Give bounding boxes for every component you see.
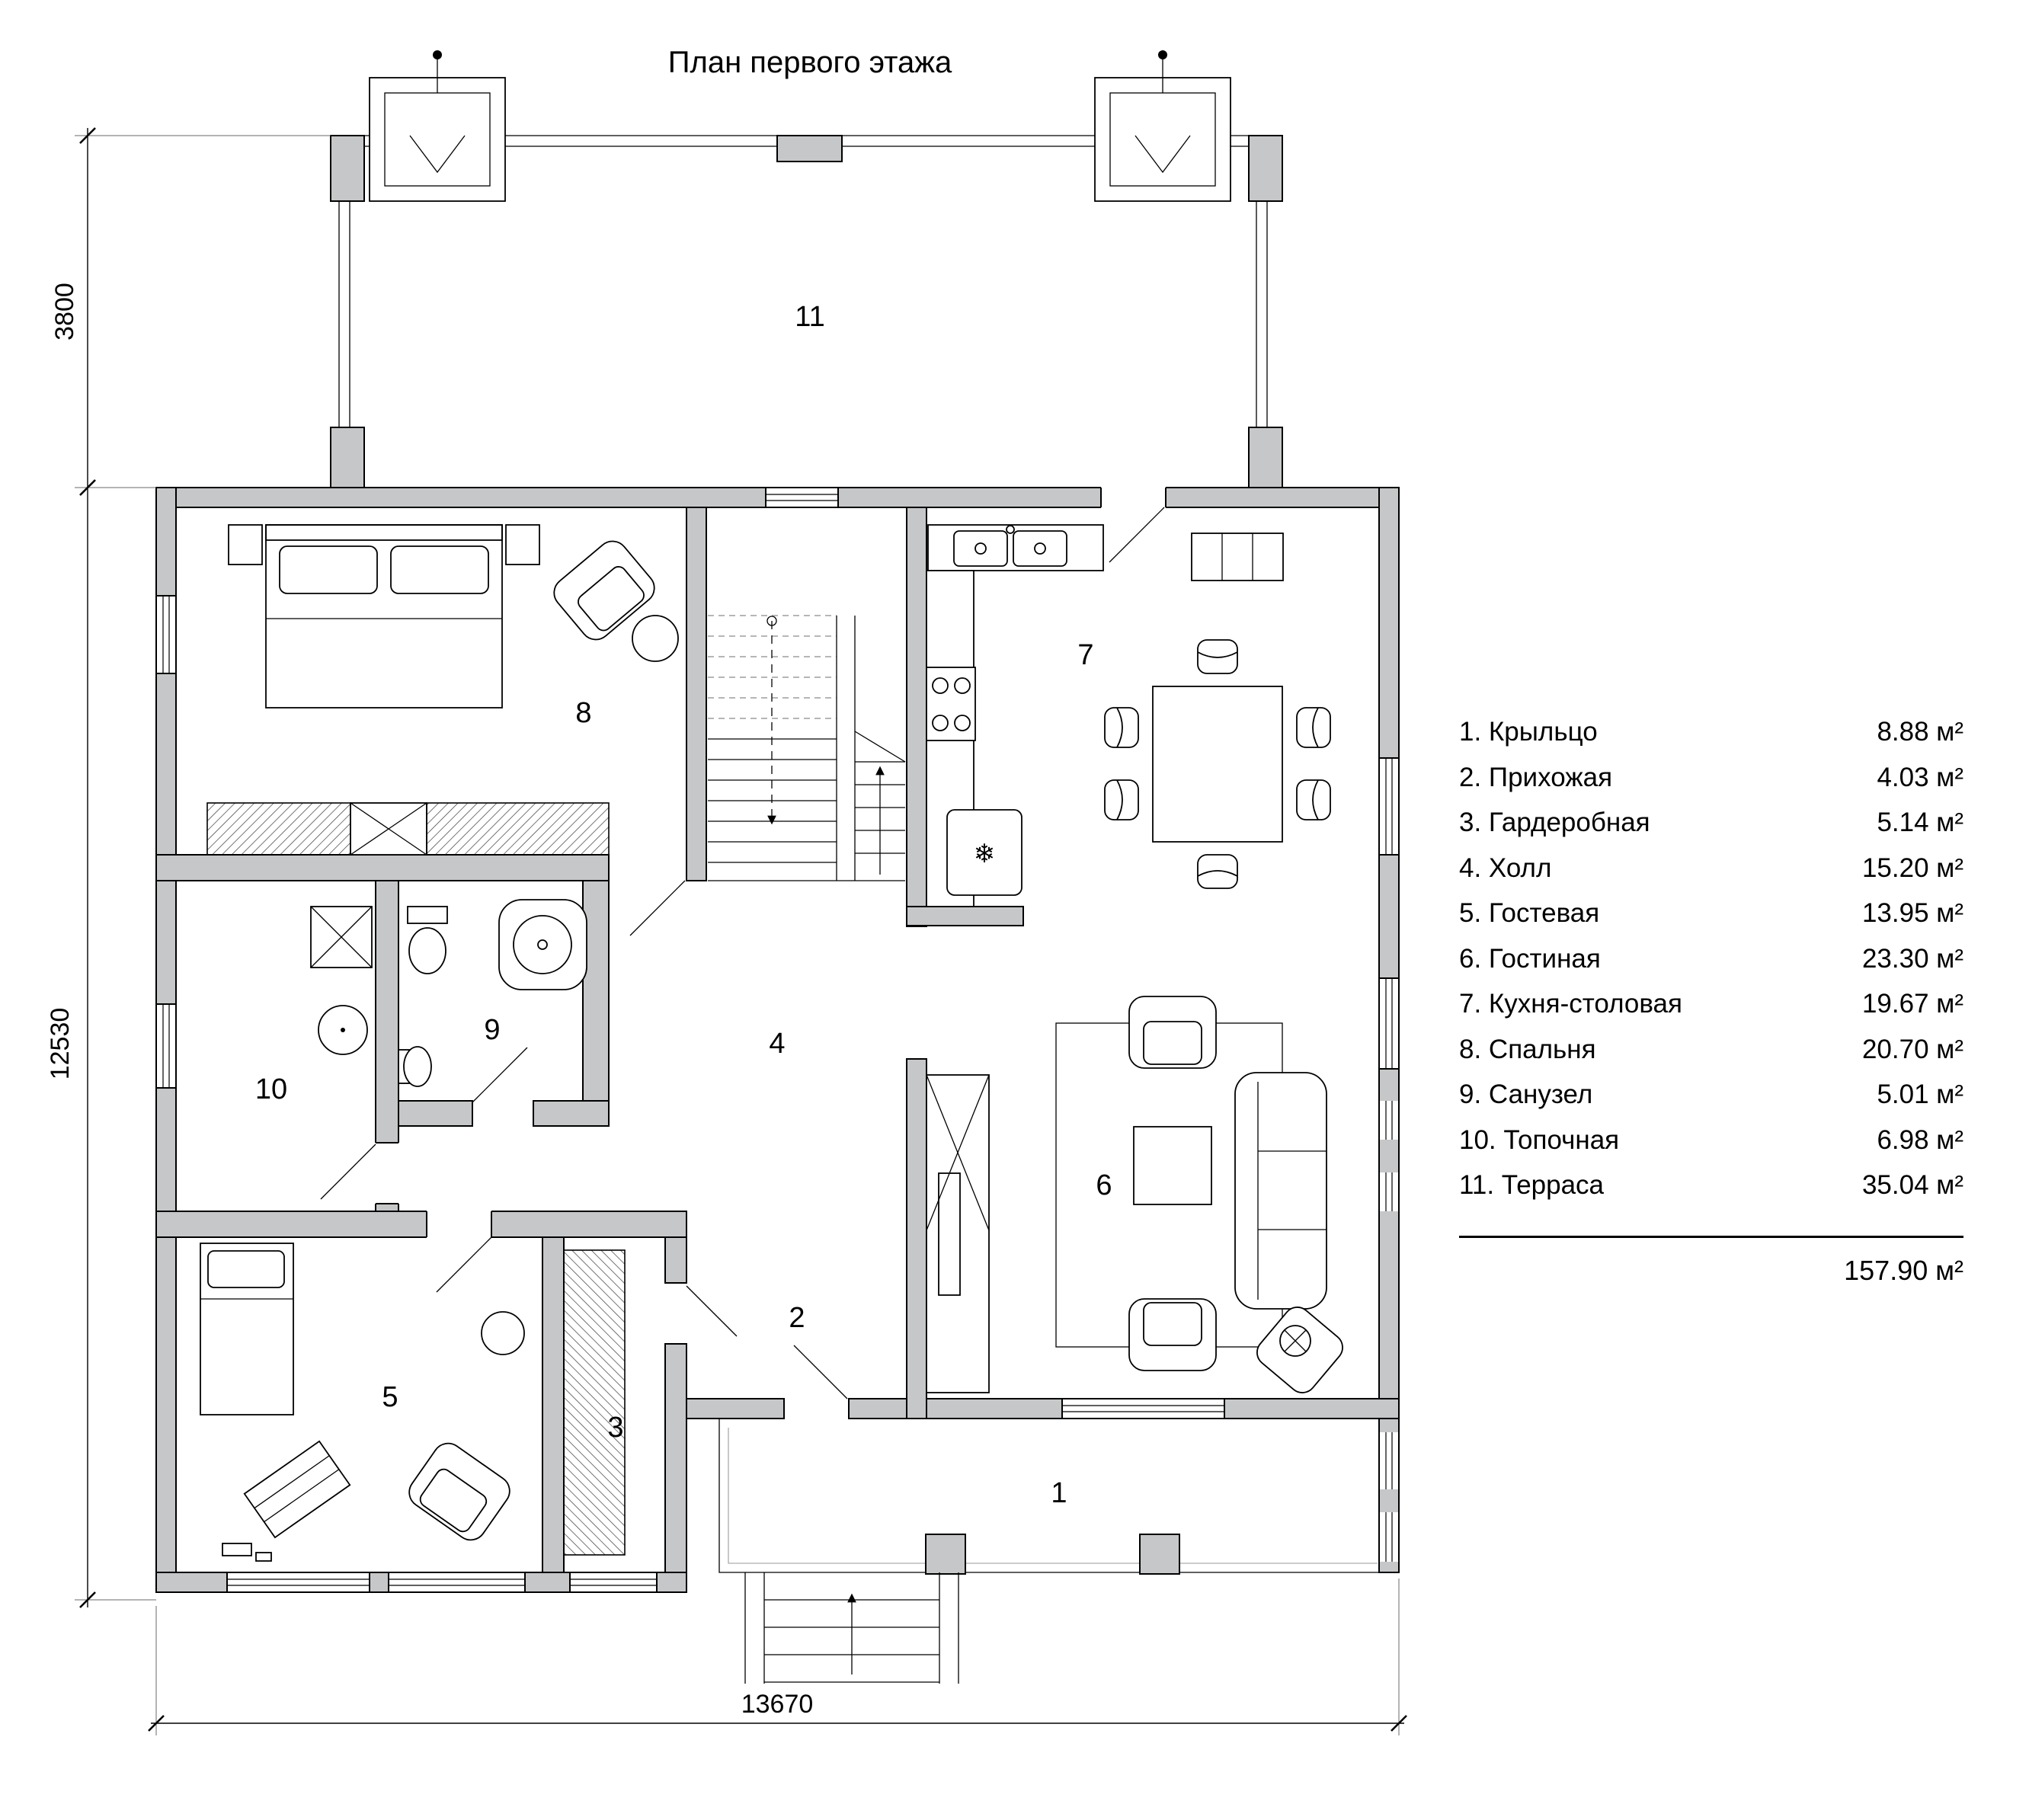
dimension-3800: 3800 — [50, 283, 79, 341]
terrace-column-left — [369, 50, 506, 202]
legend-row: 10. Топочная 6.98 м² — [1459, 1125, 1963, 1171]
dimension-12530: 12530 — [46, 1008, 75, 1080]
legend-row: 7. Кухня-столовая 19.67 м² — [1459, 989, 1963, 1035]
room-label-6: 6 — [1096, 1169, 1112, 1201]
terrace-column-right — [1094, 50, 1231, 202]
terrace — [330, 50, 1283, 488]
legend-room-label: 6. Гостиная — [1459, 943, 1601, 974]
room-label-7: 7 — [1077, 639, 1093, 671]
legend-room-label: 11. Терраса — [1459, 1170, 1605, 1200]
dimension-13670: 13670 — [741, 1690, 814, 1719]
legend-room-area: 5.01 м² — [1877, 1080, 1963, 1109]
legend-row: 2. Прихожая 4.03 м² — [1459, 763, 1963, 808]
room-label-11: 11 — [795, 301, 824, 333]
windows — [155, 486, 1400, 1594]
legend-row: 3. Гардеробная 5.14 м² — [1459, 808, 1963, 853]
page-title: План первого этажа — [668, 46, 952, 79]
doors — [320, 486, 1167, 1419]
legend-room-area: 5.14 м² — [1877, 808, 1963, 837]
legend-room-label: 7. Кухня-столовая — [1459, 989, 1682, 1019]
room-labels: 1 2 3 4 5 6 7 8 9 10 11 — [255, 301, 1112, 1509]
kitchen-furniture: ❄ — [926, 524, 1331, 907]
room-label-1: 1 — [1051, 1477, 1067, 1509]
legend-room-area: 8.88 м² — [1877, 717, 1963, 747]
legend-row: 8. Спальня 20.70 м² — [1459, 1035, 1963, 1080]
legend-room-label: 2. Прихожая — [1459, 762, 1613, 792]
legend-room-label: 1. Крыльцо — [1459, 717, 1598, 747]
legend-room-label: 5. Гостевая — [1459, 898, 1600, 928]
legend-row: 5. Гостевая 13.95 м² — [1459, 898, 1963, 944]
legend-room-label: 8. Спальня — [1459, 1034, 1596, 1064]
legend-room-label: 10. Топочная — [1459, 1124, 1620, 1155]
legend-row: 9. Санузел 5.01 м² — [1459, 1080, 1963, 1125]
legend-divider — [1459, 1235, 1963, 1238]
legend-row: 4. Холл 15.20 м² — [1459, 853, 1963, 899]
snowflake-icon: ❄ — [974, 840, 996, 868]
porch — [718, 1419, 1379, 1684]
legend-room-area: 4.03 м² — [1877, 762, 1963, 792]
legend-room-area: 13.95 м² — [1861, 898, 1963, 928]
room-label-9: 9 — [484, 1014, 500, 1046]
legend: 1. Крыльцо 8.88 м² 2. Прихожая 4.03 м² 3… — [1459, 717, 1963, 1287]
legend-row: 11. Терраса 35.04 м² — [1459, 1170, 1963, 1216]
legend-room-area: 23.30 м² — [1861, 943, 1963, 974]
bathroom-fixtures — [398, 899, 587, 1087]
living-room-furniture — [926, 996, 1343, 1393]
boiler-room-fixtures — [310, 906, 373, 1055]
legend-row: 1. Крыльцо 8.88 м² — [1459, 717, 1963, 763]
stairs — [708, 615, 906, 881]
legend-room-area: 35.04 м² — [1861, 1170, 1963, 1200]
legend-total: 157.90 м² — [1844, 1254, 1963, 1286]
legend-room-label: 4. Холл — [1459, 852, 1552, 883]
wardrobe-room-furniture — [563, 1249, 626, 1556]
legend-room-area: 19.67 м² — [1861, 989, 1963, 1019]
legend-room-area: 6.98 м² — [1877, 1124, 1963, 1155]
legend-room-label: 9. Санузел — [1459, 1080, 1593, 1109]
room-label-4: 4 — [769, 1028, 785, 1060]
legend-row: 6. Гостиная 23.30 м² — [1459, 944, 1963, 990]
room-label-5: 5 — [382, 1381, 398, 1413]
room-label-10: 10 — [255, 1073, 287, 1105]
room-label-3: 3 — [607, 1412, 623, 1444]
dimension-lines: 3800 12530 13670 — [46, 127, 1407, 1735]
room-label-2: 2 — [789, 1302, 805, 1334]
legend-room-area: 15.20 м² — [1861, 852, 1963, 883]
bedroom-furniture — [206, 524, 679, 856]
legend-room-area: 20.70 м² — [1861, 1034, 1963, 1064]
legend-room-label: 3. Гардеробная — [1459, 808, 1650, 837]
room-label-8: 8 — [575, 697, 591, 729]
guest-room-furniture — [200, 1243, 525, 1562]
